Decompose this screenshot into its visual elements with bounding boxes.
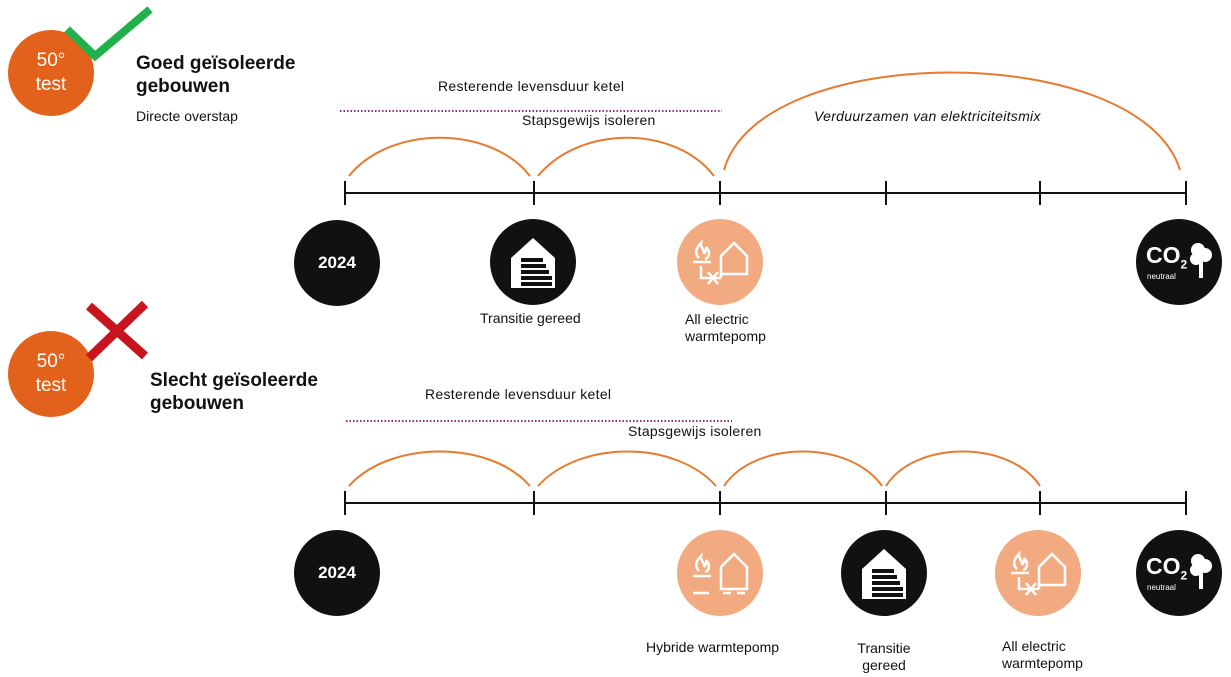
top-dotted-label: Resterende levensduur ketel <box>438 78 625 94</box>
top-caption-transition: Transitie gereed <box>480 310 581 326</box>
co2-neutral-tree-icon: CO2 neutraal <box>1144 234 1214 290</box>
bottom-title: Slecht geïsoleerde gebouwen <box>150 370 318 414</box>
top-title: Goed geïsoleerde gebouwen <box>136 53 296 97</box>
top-mix-label: Verduurzamen van elektriciteitsmix <box>814 108 1041 124</box>
badge-degree-label: 50° <box>36 50 66 71</box>
bottom-node-co2-neutral: CO2 neutraal <box>1136 530 1222 616</box>
badge-50-test-bottom: 50° test <box>8 331 94 417</box>
bottom-caption-all-electric: All electric warmtepomp <box>1002 638 1083 671</box>
bottom-node-transition <box>841 530 927 616</box>
bottom-dotted-label: Resterende levensduur ketel <box>425 386 612 402</box>
flame-crossed-house-icon <box>1011 550 1067 596</box>
co2-neutral-tree-icon: CO2 neutraal <box>1144 545 1214 601</box>
bottom-node-2024: 2024 <box>294 530 380 616</box>
bottom-caption-transition: Transitie gereed <box>857 640 911 673</box>
top-node-co2-neutral: CO2 neutraal <box>1136 219 1222 305</box>
bottom-insulation-label: Stapsgewijs isoleren <box>628 423 762 439</box>
top-node-all-electric <box>677 219 763 305</box>
badge-test-label: test <box>35 74 67 95</box>
flame-crossed-house-icon <box>693 239 749 285</box>
top-subtitle: Directe overstap <box>136 108 238 124</box>
badge-degree-label: 50° <box>36 351 66 372</box>
badge-test-label: test <box>35 375 67 396</box>
top-node-transition <box>490 219 576 305</box>
top-caption-all-electric: All electric warmtepomp <box>685 311 766 344</box>
bottom-node-all-electric <box>995 530 1081 616</box>
top-node-2024: 2024 <box>294 220 380 306</box>
house-insulation-icon <box>511 238 555 288</box>
house-insulation-icon <box>862 549 906 599</box>
top-insulation-label: Stapsgewijs isoleren <box>522 112 656 128</box>
bottom-node-hybrid <box>677 530 763 616</box>
bottom-caption-hybrid: Hybride warmtepomp <box>646 639 780 655</box>
flame-house-icon <box>693 552 749 595</box>
